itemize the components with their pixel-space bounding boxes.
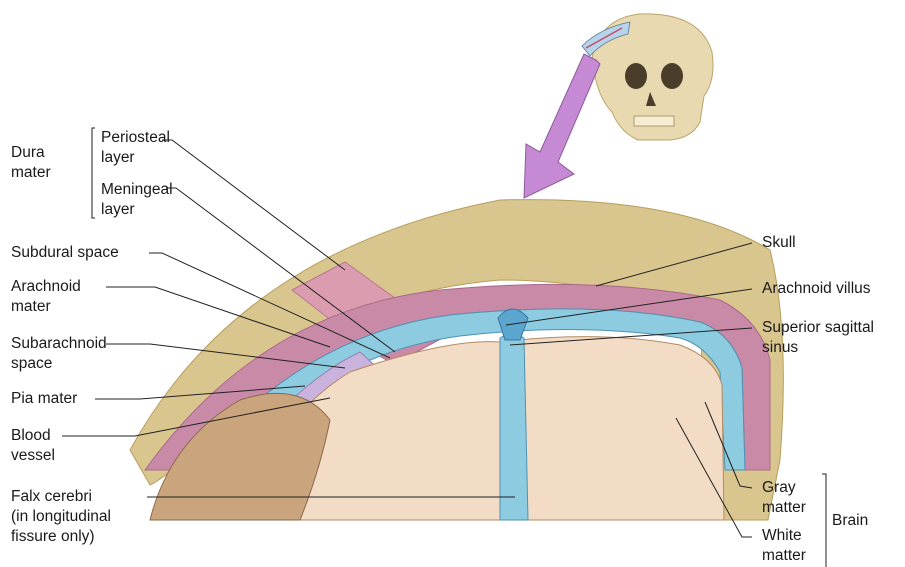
label-white-matter: White matter: [762, 526, 806, 566]
label-gray-matter: Gray matter: [762, 478, 806, 518]
label-skull: Skull: [762, 233, 796, 253]
falx-cerebri-fold: [500, 334, 528, 520]
label-brain: Brain: [832, 511, 868, 531]
direction-arrow-icon: [524, 54, 600, 198]
label-superior-sagittal-sinus: Superior sagittal sinus: [762, 318, 874, 358]
label-dura-mater: Dura mater: [11, 143, 51, 183]
label-pia-mater: Pia mater: [11, 389, 77, 409]
superior-sagittal-sinus-shape: [498, 309, 528, 340]
label-subarachnoid-space: Subarachnoid space: [11, 334, 107, 374]
skull-inset-icon: [582, 14, 713, 140]
label-blood-vessel: Blood vessel: [11, 426, 55, 466]
label-periosteal-layer: Periosteal layer: [101, 128, 170, 168]
label-subdural-space: Subdural space: [11, 243, 119, 263]
label-falx-cerebri: Falx cerebri (in longitudinal fissure on…: [11, 487, 111, 547]
label-arachnoid-mater: Arachnoid mater: [11, 277, 81, 317]
label-meningeal-layer: Meningeal layer: [101, 180, 173, 220]
label-arachnoid-villus: Arachnoid villus: [762, 279, 871, 299]
